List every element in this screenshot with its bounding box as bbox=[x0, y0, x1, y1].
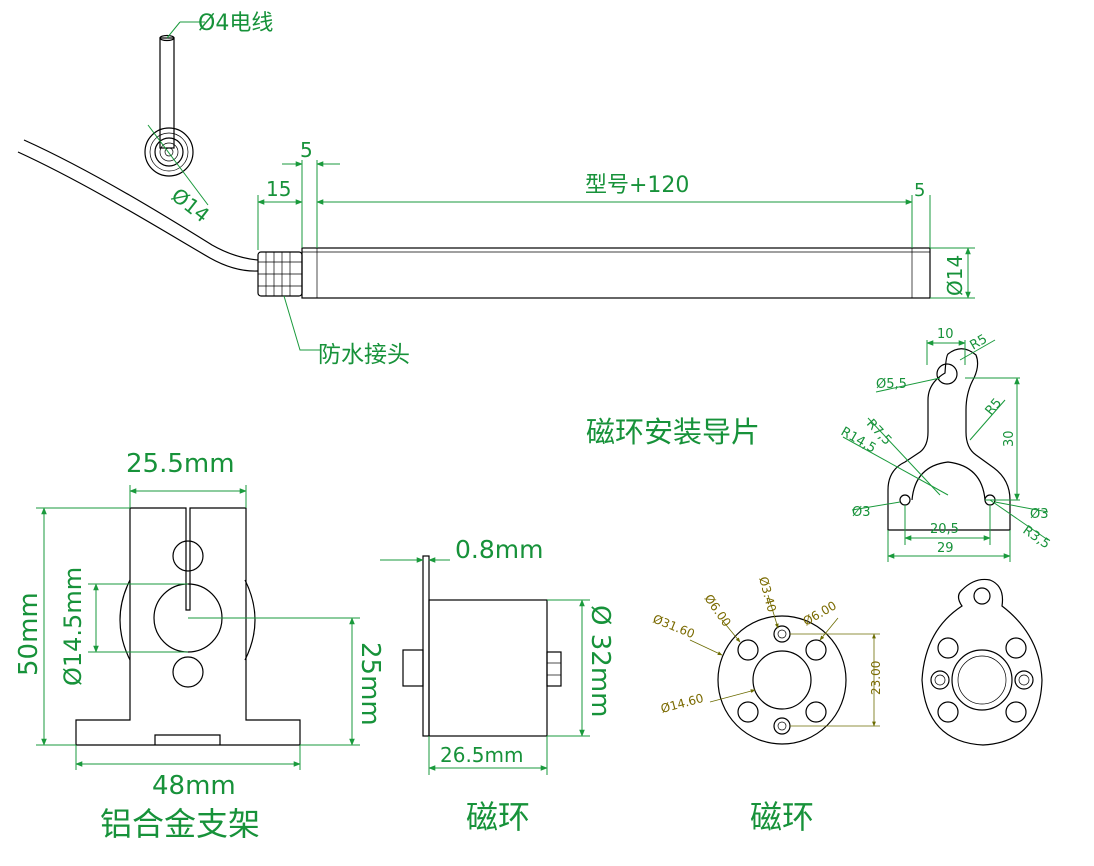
ring-front-outer bbox=[717, 615, 847, 745]
bracket-dim-height: 50mm bbox=[14, 592, 44, 676]
bracket-dim-center: 25mm bbox=[355, 642, 385, 726]
ring-dim-340: Ø3.40 bbox=[756, 575, 779, 614]
guide-dim-phi3-right: Ø3 bbox=[1030, 507, 1049, 522]
guide-dim-r5-top: R5 bbox=[968, 332, 990, 354]
guide-hole-left bbox=[899, 494, 911, 506]
bracket-dim-hole: Ø14.5mm bbox=[59, 567, 87, 686]
ring-flange bbox=[422, 555, 430, 737]
cable-gland bbox=[257, 251, 303, 297]
guide-plate-outline bbox=[887, 348, 1011, 531]
bracket-caption: 铝合金支架 bbox=[100, 805, 260, 843]
ring-dim-2300: 23.00 bbox=[869, 661, 883, 695]
ring-with-guide-drawing bbox=[921, 578, 1043, 746]
dim-model: 型号+120 bbox=[585, 173, 689, 198]
bracket-lower-hole bbox=[172, 656, 204, 688]
ring-guide-outline bbox=[921, 578, 1043, 746]
bracket-drawing: 25.5mm 50mm Ø14.5mm 25mm 48mm 铝合金支架 bbox=[14, 449, 385, 843]
ring-side-caption: 磁环 bbox=[466, 798, 530, 836]
guide-slot-arc bbox=[911, 461, 986, 501]
cable bbox=[17, 151, 259, 272]
guide-dim-10: 10 bbox=[937, 327, 954, 342]
wire-label-leader bbox=[166, 21, 181, 39]
bracket-outline bbox=[75, 507, 301, 746]
guide-dim-hole: Ø5,5 bbox=[876, 377, 907, 392]
ring-dim-len: 26.5mm bbox=[440, 743, 524, 767]
rod-body bbox=[301, 247, 931, 299]
dim-body-dia: Ø14 bbox=[943, 255, 967, 296]
bracket-dim-width: 25.5mm bbox=[126, 449, 235, 479]
guide-plate-title: 磁环安装导片 bbox=[586, 415, 760, 449]
guide-dim-r5-side: R5 bbox=[983, 396, 1006, 419]
ring-body bbox=[428, 599, 548, 737]
dim-5-right: 5 bbox=[914, 180, 925, 201]
ring-front-caption: 磁环 bbox=[750, 798, 814, 836]
dim-15: 15 bbox=[266, 177, 291, 201]
ring-front-inner bbox=[752, 650, 812, 710]
wire-end-view bbox=[144, 34, 194, 177]
guide-dim-r35: R3,5 bbox=[1020, 523, 1053, 552]
ring-dim-600a: Ø6.00 bbox=[702, 592, 734, 630]
ring-dim-3160: Ø31.60 bbox=[651, 612, 697, 641]
ring-front-drawing: Ø31.60 Ø6.00 Ø3.40 Ø6.00 23.00 Ø14.60 磁环 bbox=[651, 575, 883, 836]
ring-dim-dia: Ø 32mm bbox=[585, 605, 615, 717]
sensor-rod-drawing: Ø4电线 Ø14 15 bbox=[17, 11, 975, 368]
gland-leader bbox=[283, 295, 320, 351]
guide-dim-205: 20,5 bbox=[930, 522, 959, 537]
guide-dim-29: 29 bbox=[937, 541, 954, 556]
ring-dim-1460: Ø14.60 bbox=[659, 691, 705, 716]
guide-mount-hole bbox=[936, 363, 958, 385]
guide-dim-phi3-left: Ø3 bbox=[852, 505, 871, 520]
bracket-dim-base: 48mm bbox=[152, 771, 236, 801]
cable-dia-label: Ø14 bbox=[167, 183, 214, 227]
gland-label: 防水接头 bbox=[318, 342, 410, 368]
dim-5-left: 5 bbox=[300, 138, 313, 162]
guide-dim-30: 30 bbox=[1002, 430, 1017, 447]
bracket-upper-hole bbox=[172, 540, 204, 572]
guide-plate-drawing: 磁环安装导片 10 R5 Ø5,5 R5 30 R7,5 R14,5 Ø3 Ø3… bbox=[586, 327, 1053, 562]
wire-label: Ø4电线 bbox=[198, 11, 273, 36]
cable-dia-dimension bbox=[147, 124, 209, 206]
ring-dim-flange: 0.8mm bbox=[455, 535, 543, 564]
ring-side-drawing: 0.8mm Ø 32mm 26.5mm 磁环 bbox=[380, 535, 615, 836]
